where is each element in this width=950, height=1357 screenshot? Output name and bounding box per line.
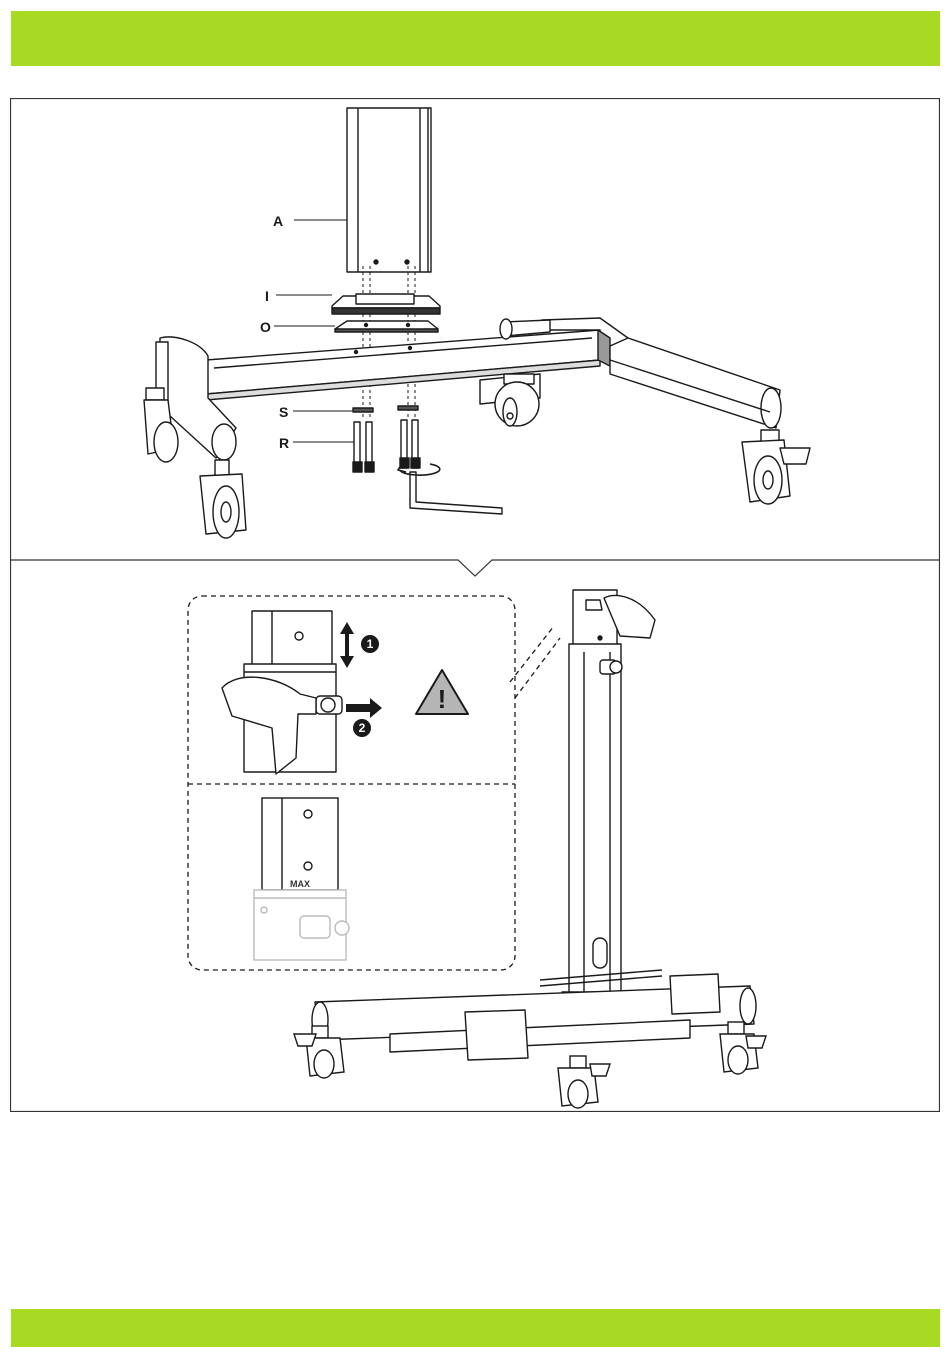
panel-borders: [10, 99, 940, 1112]
caster-right-front: [742, 430, 810, 504]
alignment-lines: [363, 266, 415, 420]
column-tube: [347, 108, 431, 272]
cover-plate: [332, 294, 440, 314]
caster-left-front: [200, 460, 246, 538]
brand-label: MAX: [290, 879, 310, 889]
step-marker-1-label: 1: [367, 637, 374, 651]
mounting-plate: [335, 321, 438, 332]
part-label-i: I: [265, 288, 269, 304]
up-down-arrow-icon: [340, 622, 354, 668]
header-band: [11, 11, 940, 66]
bolts: [353, 420, 420, 472]
footer-band: [11, 1309, 940, 1347]
full-stand: [312, 590, 756, 1060]
part-label-s: S: [279, 404, 288, 420]
instruction-frame: A I O S R 1 2 !: [10, 98, 940, 1112]
right-front-leg: [610, 338, 781, 428]
part-label-r: R: [279, 435, 289, 451]
step-marker-2-label: 2: [359, 721, 366, 735]
detail-callout: [188, 596, 560, 970]
step1-panel: [144, 108, 810, 538]
pull-arrow-icon: [346, 698, 382, 718]
cross-beam: [206, 330, 600, 400]
allen-key: [410, 472, 502, 514]
washers: [353, 406, 418, 412]
caster-stand-middle: [558, 1056, 610, 1108]
detail-pull-pin: [222, 611, 342, 774]
part-label-a: A: [273, 213, 283, 229]
caster-stand-right: [720, 1022, 766, 1074]
warning-symbol: !: [438, 684, 447, 714]
step-marker-2: 2: [353, 719, 371, 737]
step-marker-1: 1: [361, 635, 379, 653]
instruction-illustration: A I O S R 1 2 !: [10, 98, 940, 1112]
warning-triangle-icon: !: [416, 670, 468, 714]
part-label-o: O: [260, 319, 271, 335]
